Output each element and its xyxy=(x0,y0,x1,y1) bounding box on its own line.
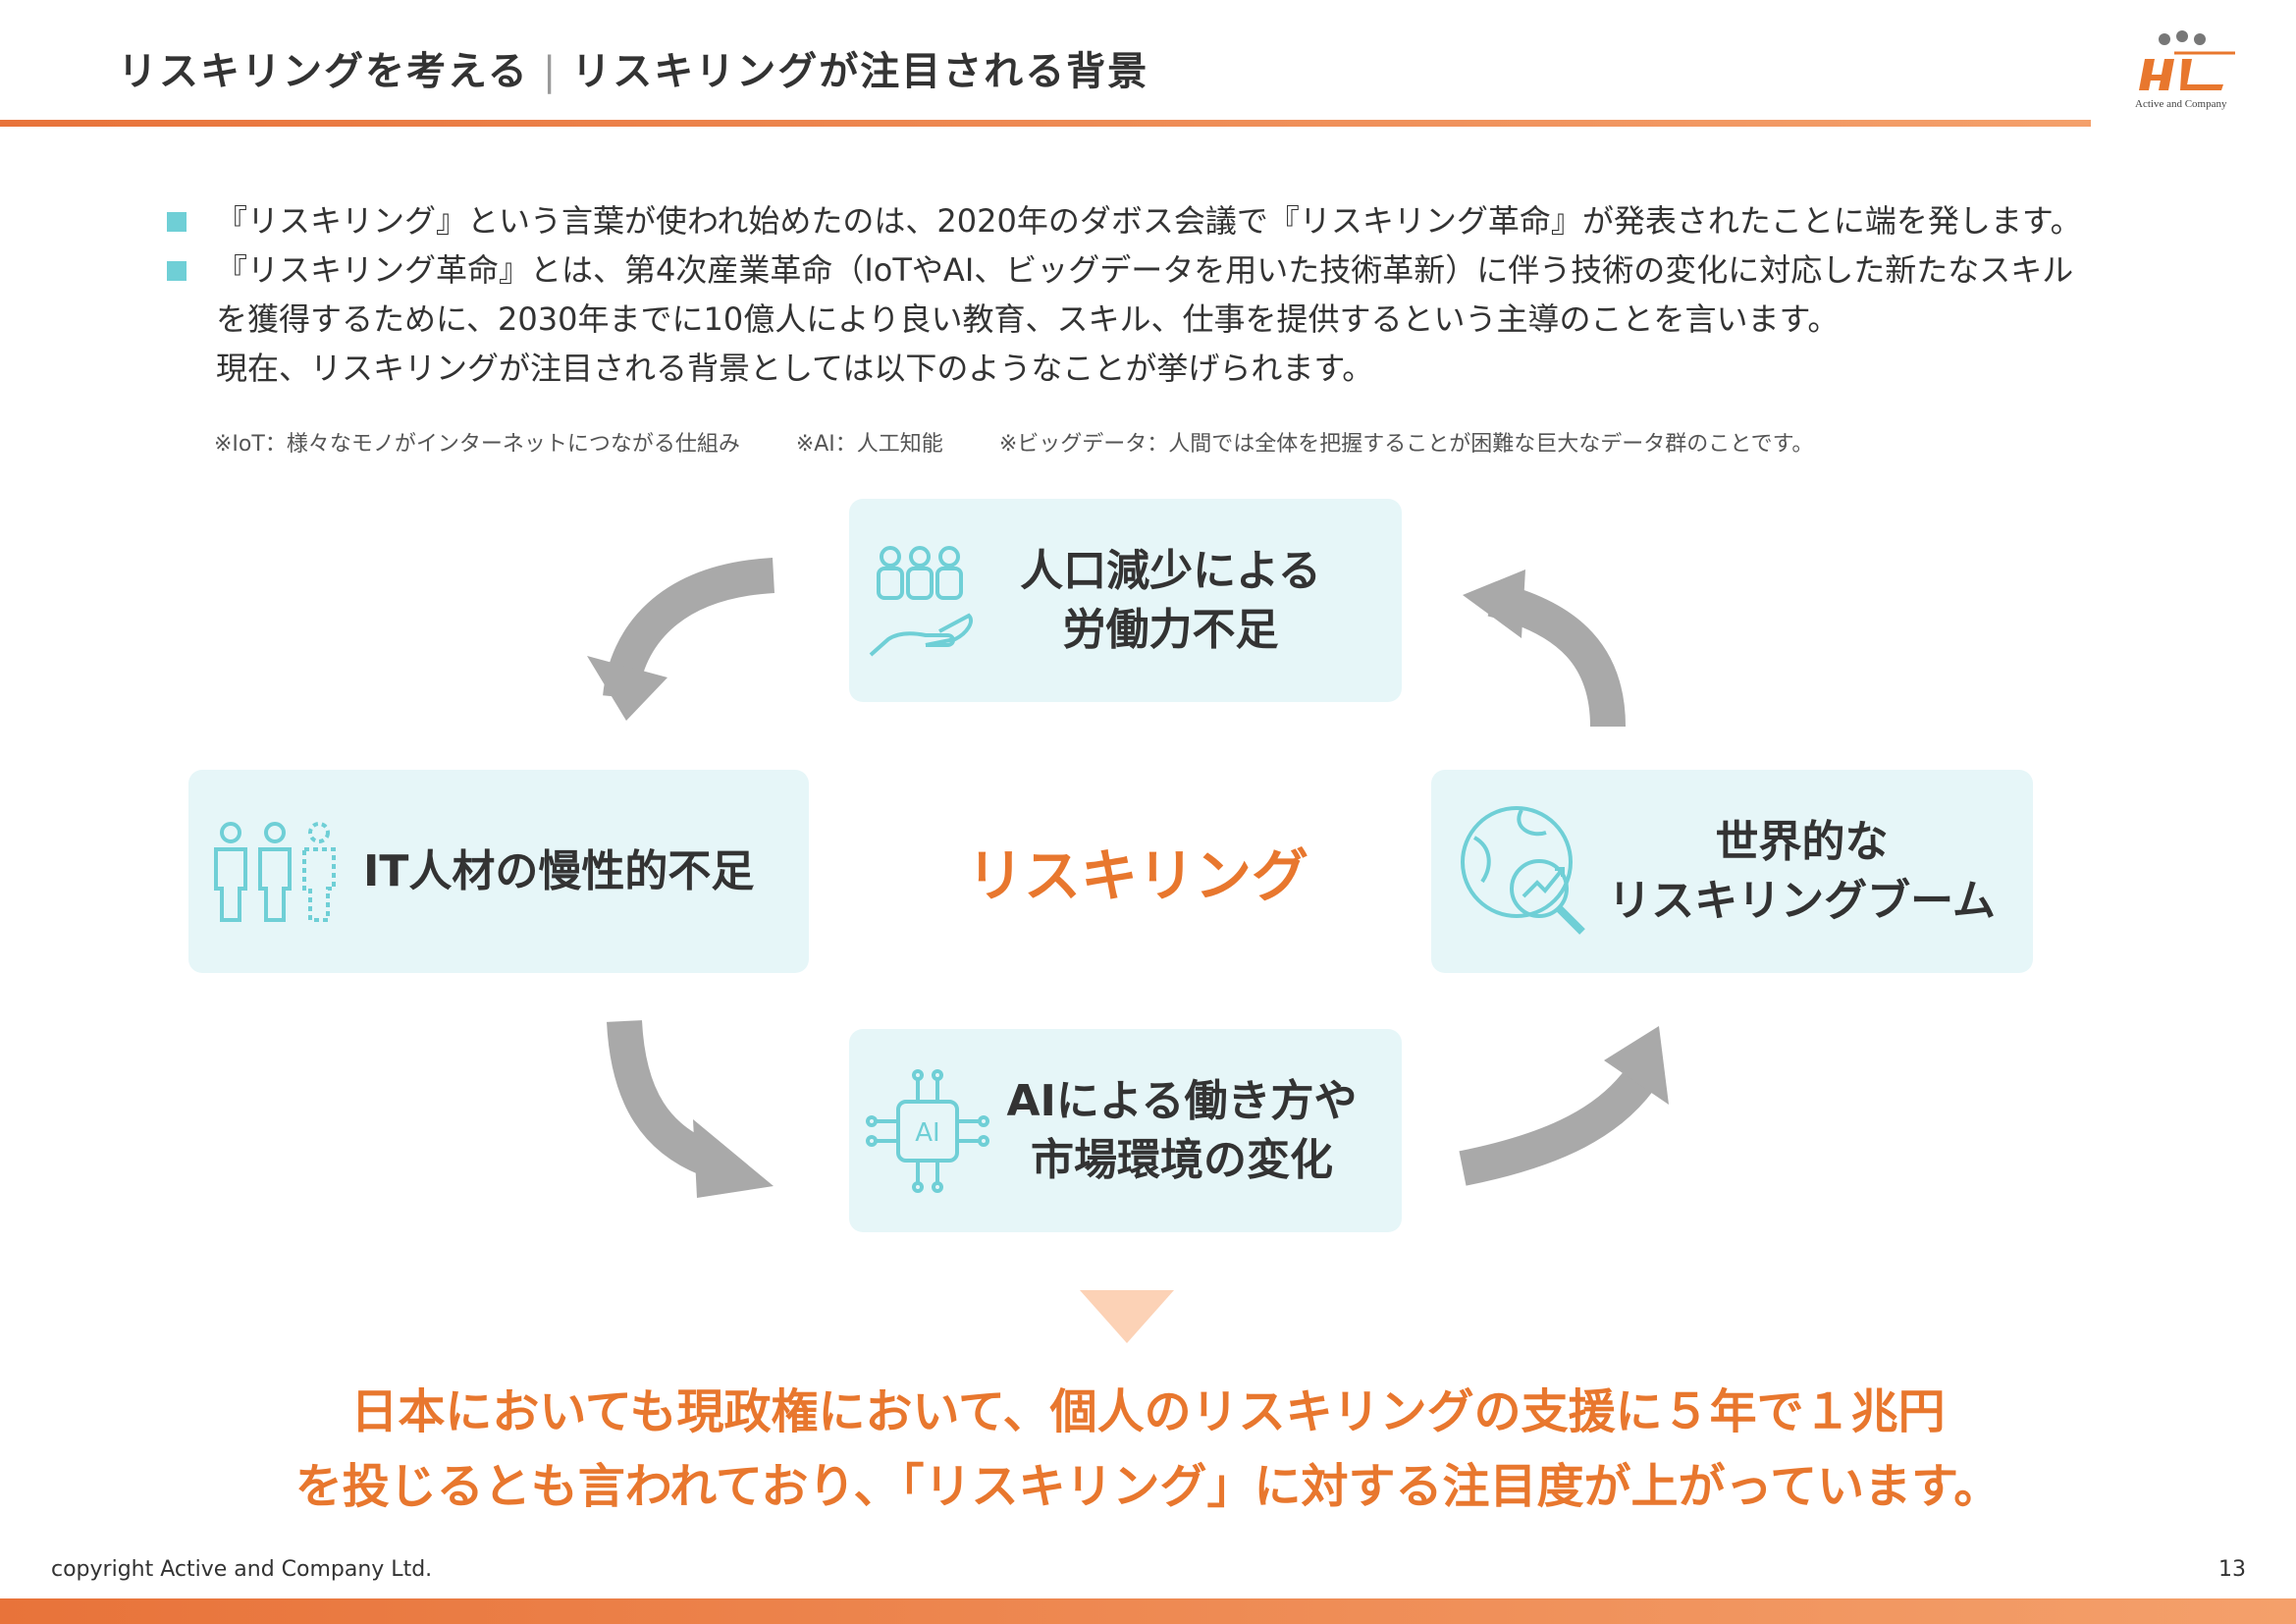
bullet-marker xyxy=(167,261,187,281)
conclusion-text: 日本においても現政権において、個人のリスキリングの支援に５年で１兆円 を投じると… xyxy=(0,1375,2296,1524)
conclusion-line2: を投じるとも言われており、「リスキリング」に対する注目度が上がっています。 xyxy=(294,1459,2002,1514)
factor-top-line2: 労働力不足 xyxy=(1062,604,1279,655)
title-main: リスキリングを考える xyxy=(118,49,529,94)
bullet-text-continuation: を獲得するために、2030年までに10億人により良い教育、スキル、仕事を提供する… xyxy=(216,300,1840,338)
bullet-text: 『リスキリング革命』とは、第4次産業革命（IoTやAI、ビッグデータを用いた技術… xyxy=(216,251,2074,289)
arrow-bottom-to-right xyxy=(1459,1068,1654,1186)
footnotes: ※IoT：様々なモノがインターネットにつながる仕組み ※AI：人工知能 ※ビッグ… xyxy=(214,426,1862,458)
bullet-text-continuation: 現在、リスキリングが注目される背景としては以下のようなことが挙げられます。 xyxy=(216,350,1374,387)
page-number: 13 xyxy=(2218,1557,2246,1582)
factor-bottom-line2: 市場環境の変化 xyxy=(1031,1134,1333,1185)
factor-top-line1: 人口減少による xyxy=(1020,545,1321,596)
factor-box-left: IT人材の慢性的不足 xyxy=(188,770,809,973)
factor-left-label: IT人材の慢性的不足 xyxy=(363,845,755,896)
globe-search-icon xyxy=(1461,805,1585,935)
down-triangle-icon xyxy=(1080,1290,1174,1343)
factor-right-line2: リスキリングブーム xyxy=(1608,875,1996,926)
copyright: copyright Active and Company Ltd. xyxy=(51,1557,433,1582)
svg-text:AI: AI xyxy=(915,1118,939,1148)
factor-box-bottom: AI AIによる働き方や 市場環境の変化 xyxy=(849,1029,1402,1232)
cycle-arrows xyxy=(587,558,1669,1198)
bullet-item: 『リスキリング』という言葉が使われ始めたのは、2020年のダボス会議で『リスキリ… xyxy=(167,196,2082,245)
factor-bottom-label: AIによる働き方や 市場環境の変化 xyxy=(991,1072,1402,1190)
factor-box-right: 世界的な リスキリングブーム xyxy=(1431,770,2033,973)
three-people-icon xyxy=(214,821,336,922)
note-ai: ※AI：人工知能 xyxy=(795,432,943,457)
factor-bottom-line1: AIによる働き方や xyxy=(1006,1075,1358,1126)
arrow-left-to-bottom xyxy=(607,1019,715,1175)
note-iot: ※IoT：様々なモノがインターネットにつながる仕組み xyxy=(214,432,740,457)
title-sub: リスキリングが注目される背景 xyxy=(571,49,1149,94)
bullet-text: 『リスキリング』という言葉が使われ始めたのは、2020年のダボス会議で『リスキリ… xyxy=(216,202,2082,240)
cycle-center-label: リスキリング xyxy=(967,842,1309,909)
title-separator: | xyxy=(542,49,559,94)
ai-chip-icon: AI xyxy=(866,1068,989,1193)
people-hand-icon xyxy=(869,545,974,656)
factor-right-line1: 世界的な xyxy=(1715,816,1889,867)
note-bigdata: ※ビッグデータ：人間では全体を把握することが困難な巨大なデータ群のことです。 xyxy=(998,432,1814,457)
header-rule xyxy=(0,120,2091,127)
conclusion-line1: 日本においても現政権において、個人のリスキリングの支援に５年で１兆円 xyxy=(350,1384,1946,1439)
bullet-list: 『リスキリング』という言葉が使われ始めたのは、2020年のダボス会議で『リスキリ… xyxy=(167,196,2082,393)
page-title: リスキリングを考える | リスキリングが注目される背景 xyxy=(118,39,1148,96)
company-logo: Active and Company xyxy=(2125,29,2248,113)
bullet-item: 『リスキリング革命』とは、第4次産業革命（IoTやAI、ビッグデータを用いた技術… xyxy=(167,245,2082,295)
factor-right-label: 世界的な リスキリングブーム xyxy=(1600,813,2033,931)
logo-text: Active and Company xyxy=(2135,98,2227,110)
logo-mark-icon xyxy=(2139,30,2235,90)
factor-top-label: 人口減少による 労働力不足 xyxy=(979,542,1402,660)
footer-rule xyxy=(0,1598,2296,1624)
factor-box-top: 人口減少による 労働力不足 xyxy=(849,499,1402,702)
bullet-marker xyxy=(167,212,187,232)
